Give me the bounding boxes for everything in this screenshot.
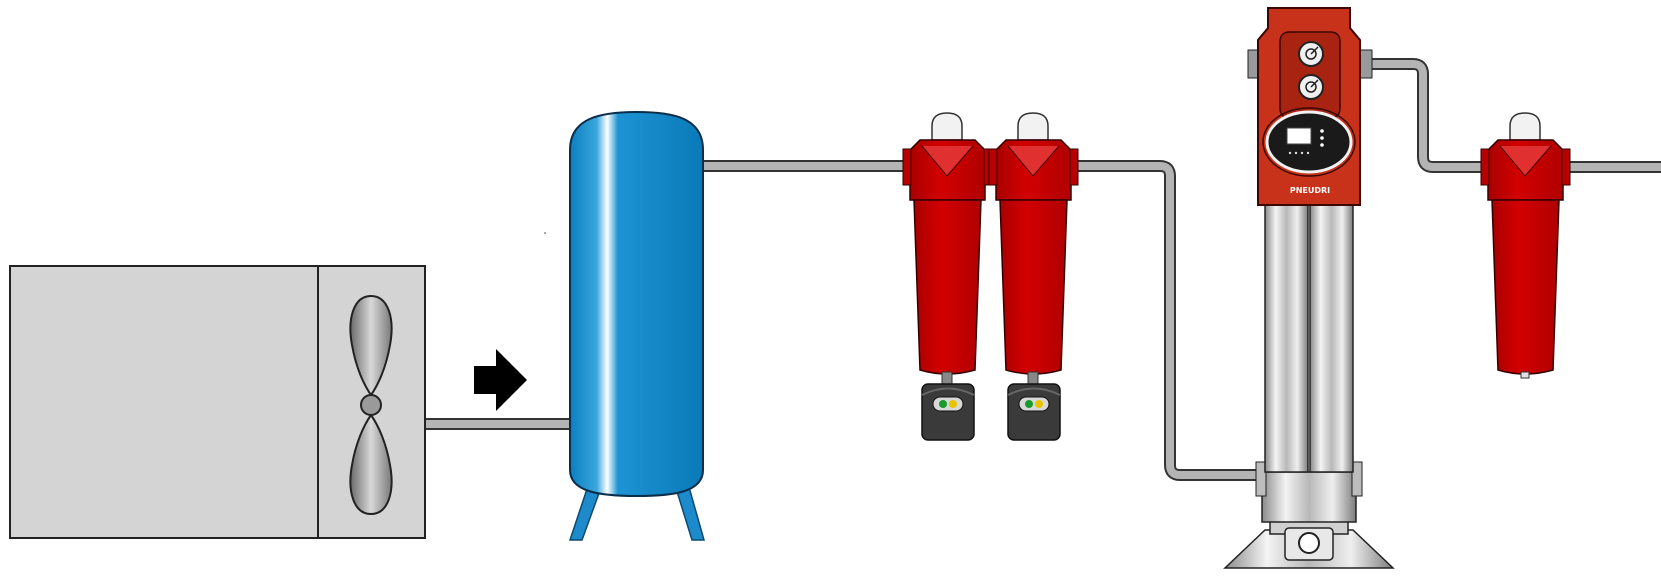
drain-green-led: [939, 400, 947, 408]
dryer-outlet-port: [1298, 532, 1320, 554]
stray-dot: [544, 232, 546, 234]
fan-icon: [349, 294, 393, 516]
filter-bowl: [1491, 199, 1560, 375]
pipe-dryer-to-final-filter: [1365, 58, 1490, 173]
pressure-gauge-icon: [1298, 74, 1324, 100]
filter-cap: [1509, 112, 1541, 141]
receiver-body: [569, 110, 704, 498]
drain-yellow-led: [1035, 400, 1043, 408]
controller-display: [1286, 127, 1312, 145]
compressor: [9, 265, 426, 539]
desiccant-dryer: PNEUDRI: [1223, 7, 1395, 569]
dryer-column-right: [1309, 199, 1354, 473]
dryer-column-left: [1264, 199, 1309, 473]
drain-unit: [921, 383, 975, 441]
filter-bowl: [999, 199, 1068, 375]
inline-filter-3: [1480, 112, 1571, 379]
pressure-gauge-icon: [1298, 41, 1324, 67]
inline-filter-2: [988, 112, 1079, 441]
drain-green-led: [1025, 400, 1033, 408]
air-receiver-tank: [568, 110, 705, 541]
filter-bowl: [913, 199, 982, 375]
pipes: [425, 58, 1661, 481]
right-arrow-icon: [474, 349, 527, 411]
dryer-brand-logo: PNEUDRI: [1290, 186, 1330, 195]
drain-unit: [1007, 383, 1061, 441]
filter-cap: [1017, 112, 1049, 141]
drain-yellow-led: [949, 400, 957, 408]
inline-filter-1: [902, 112, 993, 441]
filter-cap: [931, 112, 963, 141]
